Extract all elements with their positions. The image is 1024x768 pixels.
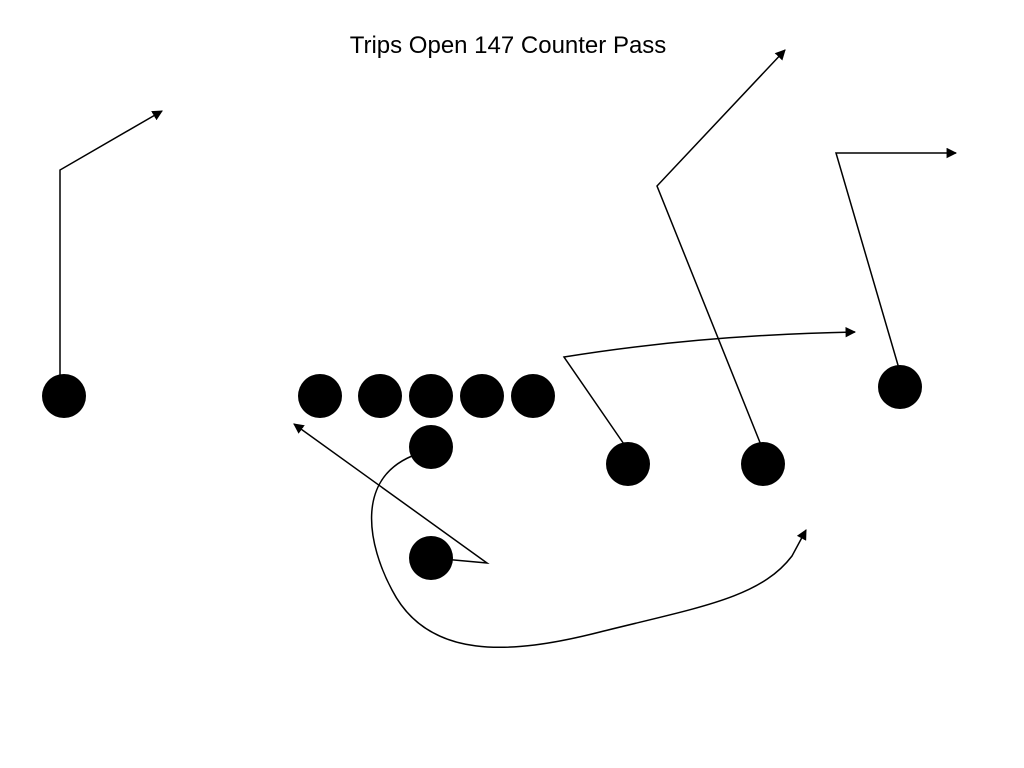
player-center [409, 374, 453, 418]
player-running-back [409, 536, 453, 580]
route-slot-drag [562, 326, 857, 451]
route-back-counter [293, 423, 490, 564]
route-inside-post [656, 49, 786, 451]
player-inside-receiver [741, 442, 785, 486]
route-outside-out [834, 147, 958, 373]
player-slot-receiver [606, 442, 650, 486]
player-quarterback [409, 425, 453, 469]
player-right-tackle [511, 374, 555, 418]
player-left-tackle [298, 374, 342, 418]
player-left-wideout [42, 374, 86, 418]
route-left-wideout [59, 110, 163, 395]
play-title: Trips Open 147 Counter Pass [349, 32, 667, 59]
player-outside-receiver [878, 365, 922, 409]
player-right-guard [460, 374, 504, 418]
route-quarterback-bootleg [370, 455, 807, 649]
player-left-guard [358, 374, 402, 418]
